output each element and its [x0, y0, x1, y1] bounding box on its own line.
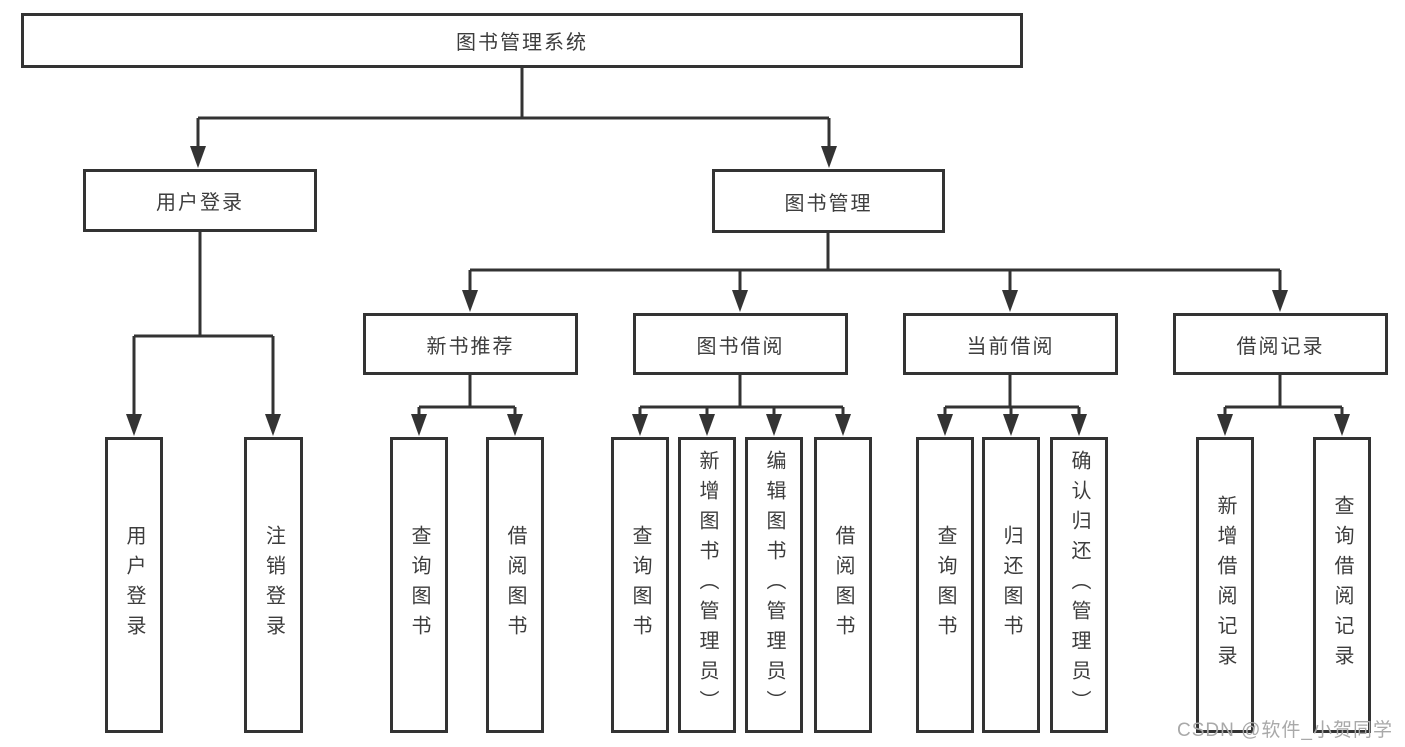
node-label: 借阅记录 — [1236, 335, 1325, 358]
node-book-management: 图书管理 — [712, 169, 945, 233]
leaf-search-books-borrowing: 查询图书 — [611, 437, 669, 733]
node-label: 新增图书（管理员） — [696, 450, 718, 720]
arrowheads — [126, 146, 1350, 436]
csdn-watermark: CSDN @软件_小贺同学 — [1177, 720, 1393, 741]
node-book-borrowing: 图书借阅 — [633, 313, 848, 375]
node-label: 借阅图书 — [832, 525, 854, 645]
leaf-return-books: 归还图书 — [982, 437, 1040, 733]
leaf-add-borrow-record: 新增借阅记录 — [1196, 437, 1254, 733]
node-label: 借阅图书 — [504, 525, 526, 645]
node-label: 图书管理 — [784, 192, 873, 215]
node-new-book-recommendation: 新书推荐 — [363, 313, 578, 375]
leaf-add-books-admin: 新增图书（管理员） — [678, 437, 736, 733]
node-label: 当前借阅 — [966, 335, 1055, 358]
node-label: 新书推荐 — [426, 335, 515, 358]
node-current-borrowing: 当前借阅 — [903, 313, 1118, 375]
node-label: 归还图书 — [1000, 525, 1022, 645]
node-label: 查询图书 — [408, 525, 430, 645]
leaf-search-books-recommend: 查询图书 — [390, 437, 448, 733]
leaf-logout: 注销登录 — [244, 437, 303, 733]
node-label: 查询图书 — [629, 525, 651, 645]
node-label: 查询图书 — [934, 525, 956, 645]
node-label: 注销登录 — [262, 525, 285, 645]
node-library-management-system: 图书管理系统 — [21, 13, 1023, 68]
leaf-borrow-books-recommend: 借阅图书 — [486, 437, 544, 733]
node-user-login: 用户登录 — [83, 169, 317, 232]
node-label: 图书管理系统 — [456, 32, 588, 54]
leaf-edit-books-admin: 编辑图书（管理员） — [745, 437, 803, 733]
node-label: 查询借阅记录 — [1331, 495, 1353, 675]
node-borrowing-records: 借阅记录 — [1173, 313, 1388, 375]
node-label: 用户登录 — [156, 192, 244, 214]
node-label: 用户登录 — [123, 525, 145, 645]
leaf-search-books-current: 查询图书 — [916, 437, 974, 733]
node-label: 确认归还（管理员） — [1068, 450, 1090, 720]
node-label: 编辑图书（管理员） — [763, 450, 785, 720]
leaf-borrow-books-borrowing: 借阅图书 — [814, 437, 872, 733]
leaf-search-borrow-record: 查询借阅记录 — [1313, 437, 1371, 733]
node-label: 图书借阅 — [696, 335, 785, 358]
leaf-user-login: 用户登录 — [105, 437, 163, 733]
node-label: 新增借阅记录 — [1214, 495, 1236, 675]
leaf-confirm-return-admin: 确认归还（管理员） — [1050, 437, 1108, 733]
